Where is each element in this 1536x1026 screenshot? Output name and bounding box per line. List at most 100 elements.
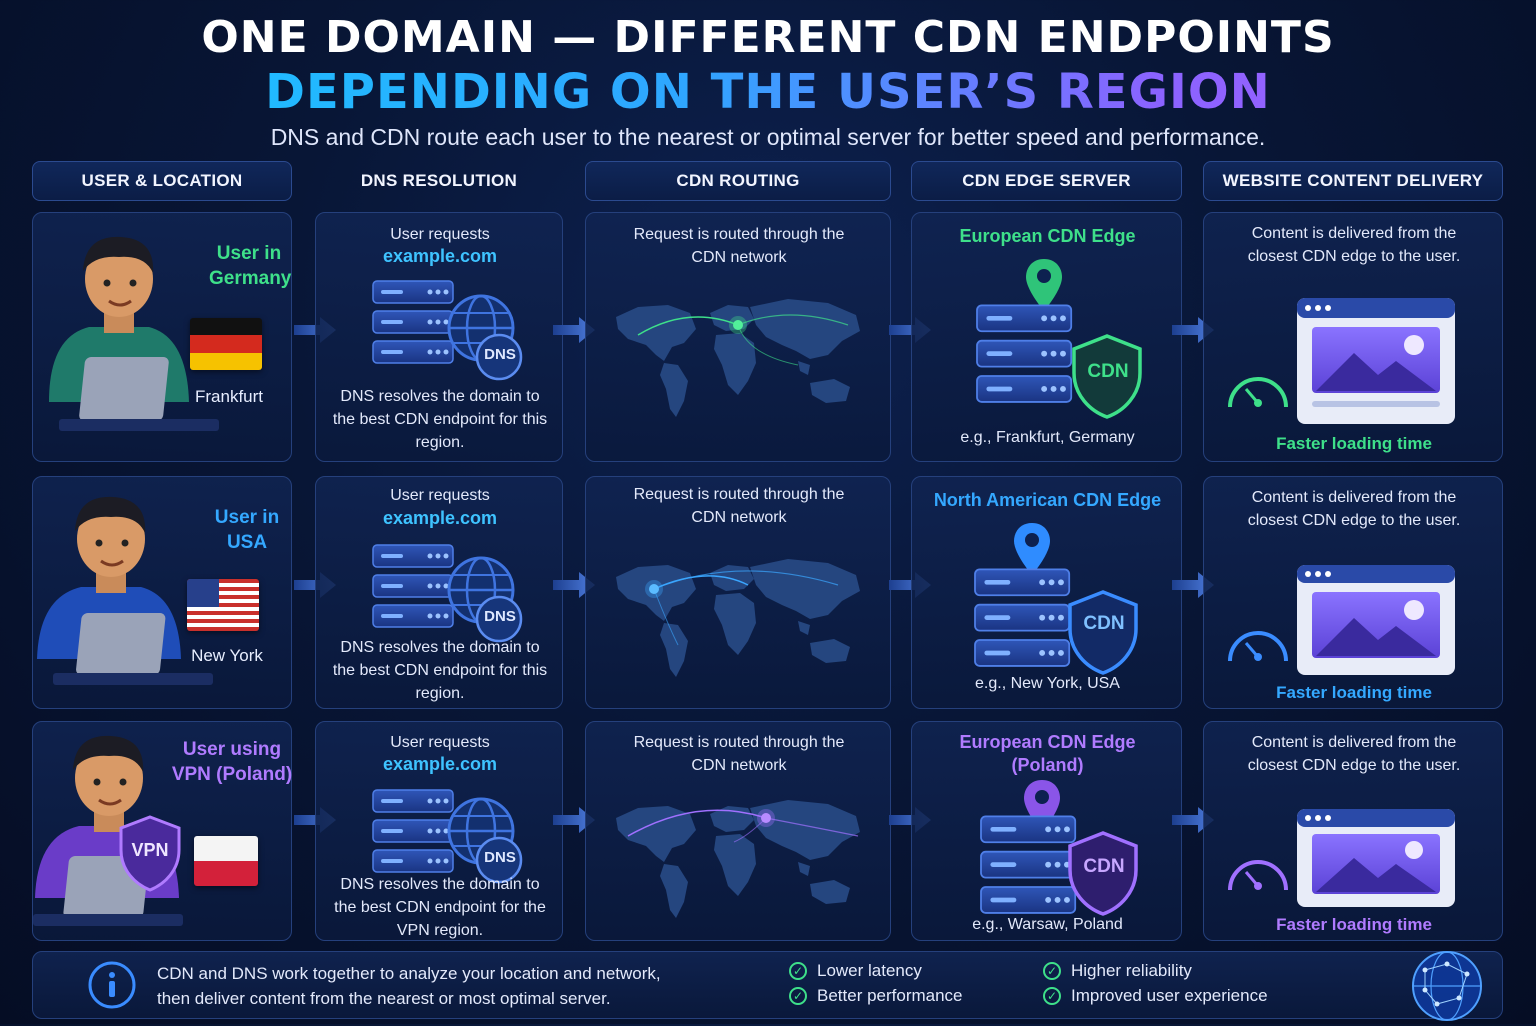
cdn-badge: CDN (1083, 856, 1125, 877)
routing-text: Request is routed through the CDN networ… (633, 486, 845, 526)
globe-icon (447, 294, 523, 381)
globe-icon (447, 556, 523, 643)
check-circle-icon: ✓ (789, 987, 807, 1005)
delivery-text: Content is delivered from the closest CD… (1247, 225, 1461, 265)
cdn-badge: CDN (1083, 613, 1125, 634)
check-circle-icon: ✓ (1043, 987, 1061, 1005)
vpn-shield-icon (119, 815, 181, 892)
routing-text: Request is routed through the CDN networ… (633, 734, 845, 774)
globe-icon (447, 797, 523, 884)
dns-badge: DNS (484, 849, 516, 866)
edge-title: European CDN Edge (959, 226, 1136, 246)
benefit-item: ✓ Improved user experience (1043, 986, 1268, 1006)
germany-flag (190, 318, 262, 370)
main-title: ONE DOMAIN — DIFFERENT CDN ENDPOINTS (201, 12, 1335, 63)
delivery-card: Content is delivered from the closest CD… (1203, 476, 1503, 709)
location-pin-icon (1026, 259, 1062, 311)
shield-icon (1072, 334, 1142, 419)
edge-title: European CDN Edge (Poland) (959, 732, 1136, 775)
browser-window-icon (1297, 565, 1455, 675)
edge-card: North American CDN Edge CDN e.g., New Yo… (911, 476, 1182, 709)
benefit-label: Higher reliability (1071, 961, 1192, 980)
world-map-icon (598, 545, 878, 685)
edge-card: European CDN Edge CDN e.g., Frankfurt, G… (911, 212, 1182, 462)
speedometer-icon (1228, 860, 1288, 891)
dns-card: User requests example.com DNS DNS resolv… (315, 476, 563, 709)
dns-request-text: User requests (390, 734, 490, 751)
footer-text-line2: then deliver content from the nearest or… (157, 989, 611, 1008)
user-card-vpn: VPN User using VPN (Poland) (32, 721, 292, 941)
dns-card: User requests example.com DNS DNS resolv… (315, 721, 563, 941)
edge-title: North American CDN Edge (933, 490, 1162, 510)
vpn-badge: VPN (131, 840, 169, 860)
edge-example: e.g., Frankfurt, Germany (960, 429, 1135, 446)
world-map-icon (598, 285, 878, 425)
edge-example: e.g., Warsaw, Poland (972, 916, 1123, 933)
arrow-right-icon (553, 807, 595, 833)
benefit-label: Improved user experience (1071, 986, 1268, 1005)
poland-flag (194, 836, 258, 886)
dns-resolves-text: DNS resolves the domain to the best CDN … (332, 388, 548, 451)
footer-info-bar: CDN and DNS work together to analyze you… (32, 951, 1503, 1021)
dns-resolves-text: DNS resolves the domain to the best CDN … (332, 639, 548, 702)
arrow-right-icon (553, 572, 595, 598)
speedometer-icon (1228, 631, 1288, 662)
check-circle-icon: ✓ (789, 962, 807, 980)
column-header-delivery: WEBSITE CONTENT DELIVERY (1203, 161, 1503, 201)
location-pin-icon (1014, 523, 1050, 575)
user-label: User in Germany (209, 243, 292, 289)
user-card-usa: User in USA New York (32, 476, 292, 709)
arrow-right-icon (553, 317, 595, 343)
main-title-region: DEPENDING ON THE USER’S REGION (0, 64, 1536, 120)
routing-card: Request is routed through the CDN networ… (585, 212, 891, 462)
dns-badge: DNS (484, 608, 516, 625)
routing-card: Request is routed through the CDN networ… (585, 721, 891, 941)
globe-network-icon (1412, 951, 1482, 1021)
domain-link: example.com (382, 754, 498, 774)
edge-example: e.g., New York, USA (975, 675, 1120, 692)
dns-card: User requests example.com DNS DNS resolv… (315, 212, 563, 462)
column-header-user: USER & LOCATION (32, 161, 292, 201)
world-map-icon (598, 786, 878, 926)
browser-window-icon (1297, 809, 1455, 907)
user-label: User in USA (214, 507, 280, 553)
faster-loading-label: Faster loading time (1276, 915, 1432, 934)
footer-text: CDN and DNS work together to analyze you… (157, 961, 661, 1011)
shield-icon (1068, 590, 1138, 675)
delivery-card: Content is delivered from the closest CD… (1203, 721, 1503, 941)
faster-loading-label: Faster loading time (1276, 434, 1432, 453)
shield-icon (1068, 831, 1138, 916)
dns-resolves-text: DNS resolves the domain to the best CDN … (334, 876, 546, 939)
browser-window-icon (1297, 298, 1455, 424)
column-header-routing: CDN ROUTING (585, 161, 891, 201)
benefit-item: ✓ Lower latency (789, 961, 922, 981)
benefit-item: ✓ Higher reliability (1043, 961, 1192, 981)
column-header-edge: CDN EDGE SERVER (911, 161, 1182, 201)
city-label: New York (191, 646, 263, 665)
benefit-label: Lower latency (817, 961, 922, 980)
dns-badge: DNS (484, 346, 516, 363)
dns-request-text: User requests (390, 487, 490, 504)
user-label: User using VPN (Poland) (171, 739, 293, 785)
routing-text: Request is routed through the CDN networ… (633, 226, 845, 266)
usa-flag (187, 579, 259, 631)
faster-loading-label: Faster loading time (1276, 683, 1432, 702)
person-laptop-icon (37, 496, 213, 685)
delivery-text: Content is delivered from the closest CD… (1247, 489, 1461, 529)
footer-text-line1: CDN and DNS work together to analyze you… (157, 964, 661, 983)
city-label: Frankfurt (194, 387, 264, 406)
delivery-card: Content is delivered from the closest CD… (1203, 212, 1503, 462)
dns-request-text: User requests (390, 226, 490, 243)
benefit-label: Better performance (817, 986, 963, 1005)
user-card-germany: User in Germany Frankfurt (32, 212, 292, 462)
routing-card: Request is routed through the CDN networ… (585, 476, 891, 709)
check-circle-icon: ✓ (1043, 962, 1061, 980)
domain-link: example.com (382, 508, 498, 528)
delivery-text: Content is delivered from the closest CD… (1247, 734, 1461, 774)
person-laptop-icon (49, 236, 219, 431)
cdn-badge: CDN (1087, 361, 1129, 382)
column-header-dns: DNS RESOLUTION (360, 171, 518, 190)
speedometer-icon (1228, 377, 1288, 408)
subtitle: DNS and CDN route each user to the neare… (270, 124, 1266, 150)
domain-link: example.com (382, 246, 498, 266)
